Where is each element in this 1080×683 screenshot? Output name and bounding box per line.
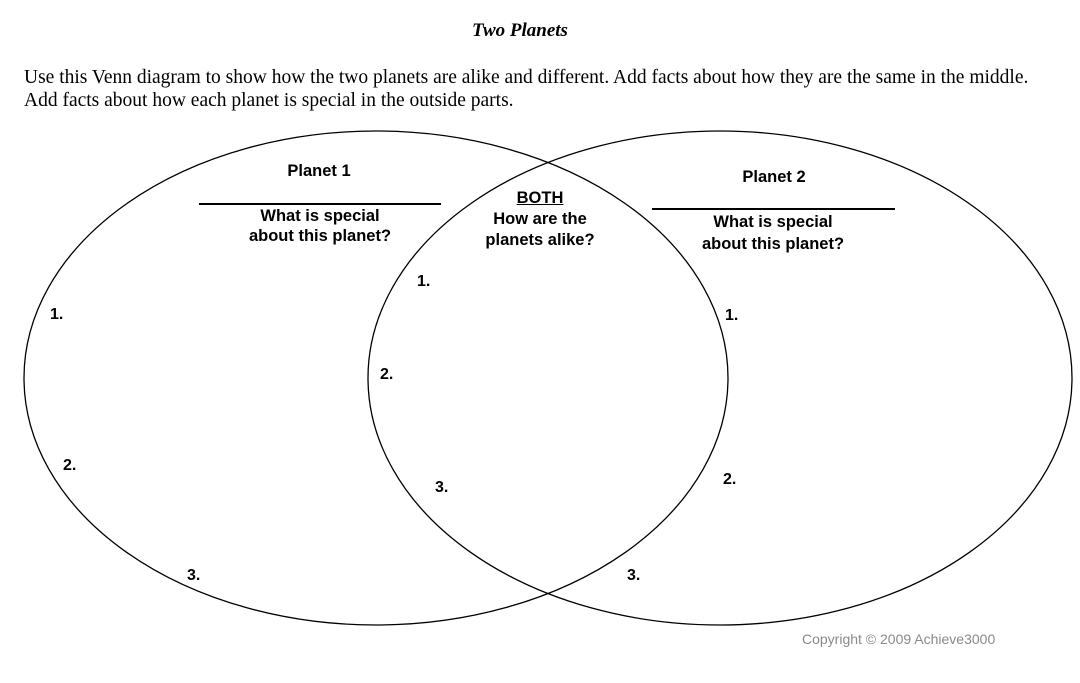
right-prompt-line2: about this planet? — [701, 235, 845, 253]
right-number-3: 3. — [627, 567, 641, 584]
middle-prompt-line1: How are the — [493, 210, 587, 228]
left-number-2: 2. — [63, 457, 77, 474]
copyright-notice: Copyright © 2009 Achieve3000 — [802, 631, 996, 647]
left-prompt-line2: about this planet? — [248, 227, 392, 245]
right-prompt-line1: What is special — [713, 213, 833, 231]
both-heading: BOTH — [516, 189, 564, 207]
instructions-text: Use this Venn diagram to show how the tw… — [24, 67, 1029, 111]
right-number-1: 1. — [725, 307, 739, 324]
right-number-2: 2. — [723, 471, 737, 488]
right-planet-heading: Planet 2 — [742, 168, 806, 186]
left-prompt-line1: What is special — [260, 207, 380, 225]
left-planet-heading: Planet 1 — [287, 162, 351, 180]
left-number-1: 1. — [50, 306, 64, 323]
middle-number-1: 1. — [417, 273, 431, 290]
left-circle — [23, 130, 729, 626]
middle-number-2: 2. — [380, 366, 394, 383]
middle-number-3: 3. — [435, 479, 449, 496]
worksheet-title: Two Planets — [472, 20, 568, 41]
middle-prompt-line2: planets alike? — [485, 231, 595, 249]
right-circle — [367, 130, 1073, 626]
left-number-3: 3. — [187, 567, 201, 584]
